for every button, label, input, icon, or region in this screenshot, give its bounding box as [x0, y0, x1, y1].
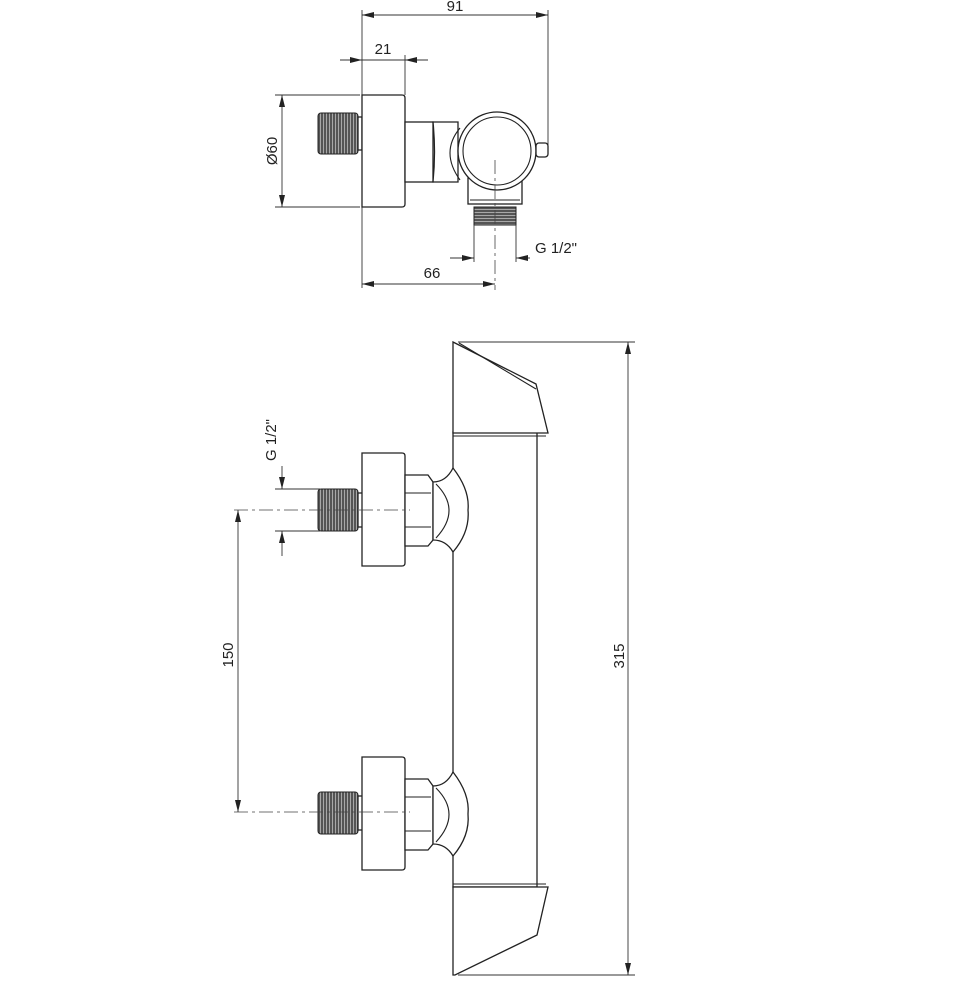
dim-width-label: 91 [447, 0, 464, 15]
inlet-thread [317, 112, 359, 155]
dim-inlet-thread-label: G 1/2" [263, 419, 280, 461]
wall-flange [361, 94, 406, 208]
thermostat-dial [457, 111, 537, 191]
dim-height-label: 315 [611, 643, 628, 668]
dim-flange-label: 21 [375, 41, 392, 58]
bottom-cap [452, 886, 549, 976]
top-view: 91 21 Ø60 [264, 0, 577, 290]
upper-inlet [234, 452, 469, 567]
top-cap [452, 340, 549, 434]
dim-outlet-thread-label: G 1/2" [535, 240, 577, 257]
lower-inlet [234, 756, 469, 871]
dim-inlet-spacing-label: 150 [220, 642, 237, 667]
dim-outlet-offset-label: 66 [424, 265, 441, 282]
side-view: 315 [220, 340, 635, 976]
dim-diameter-label: Ø60 [264, 137, 281, 165]
